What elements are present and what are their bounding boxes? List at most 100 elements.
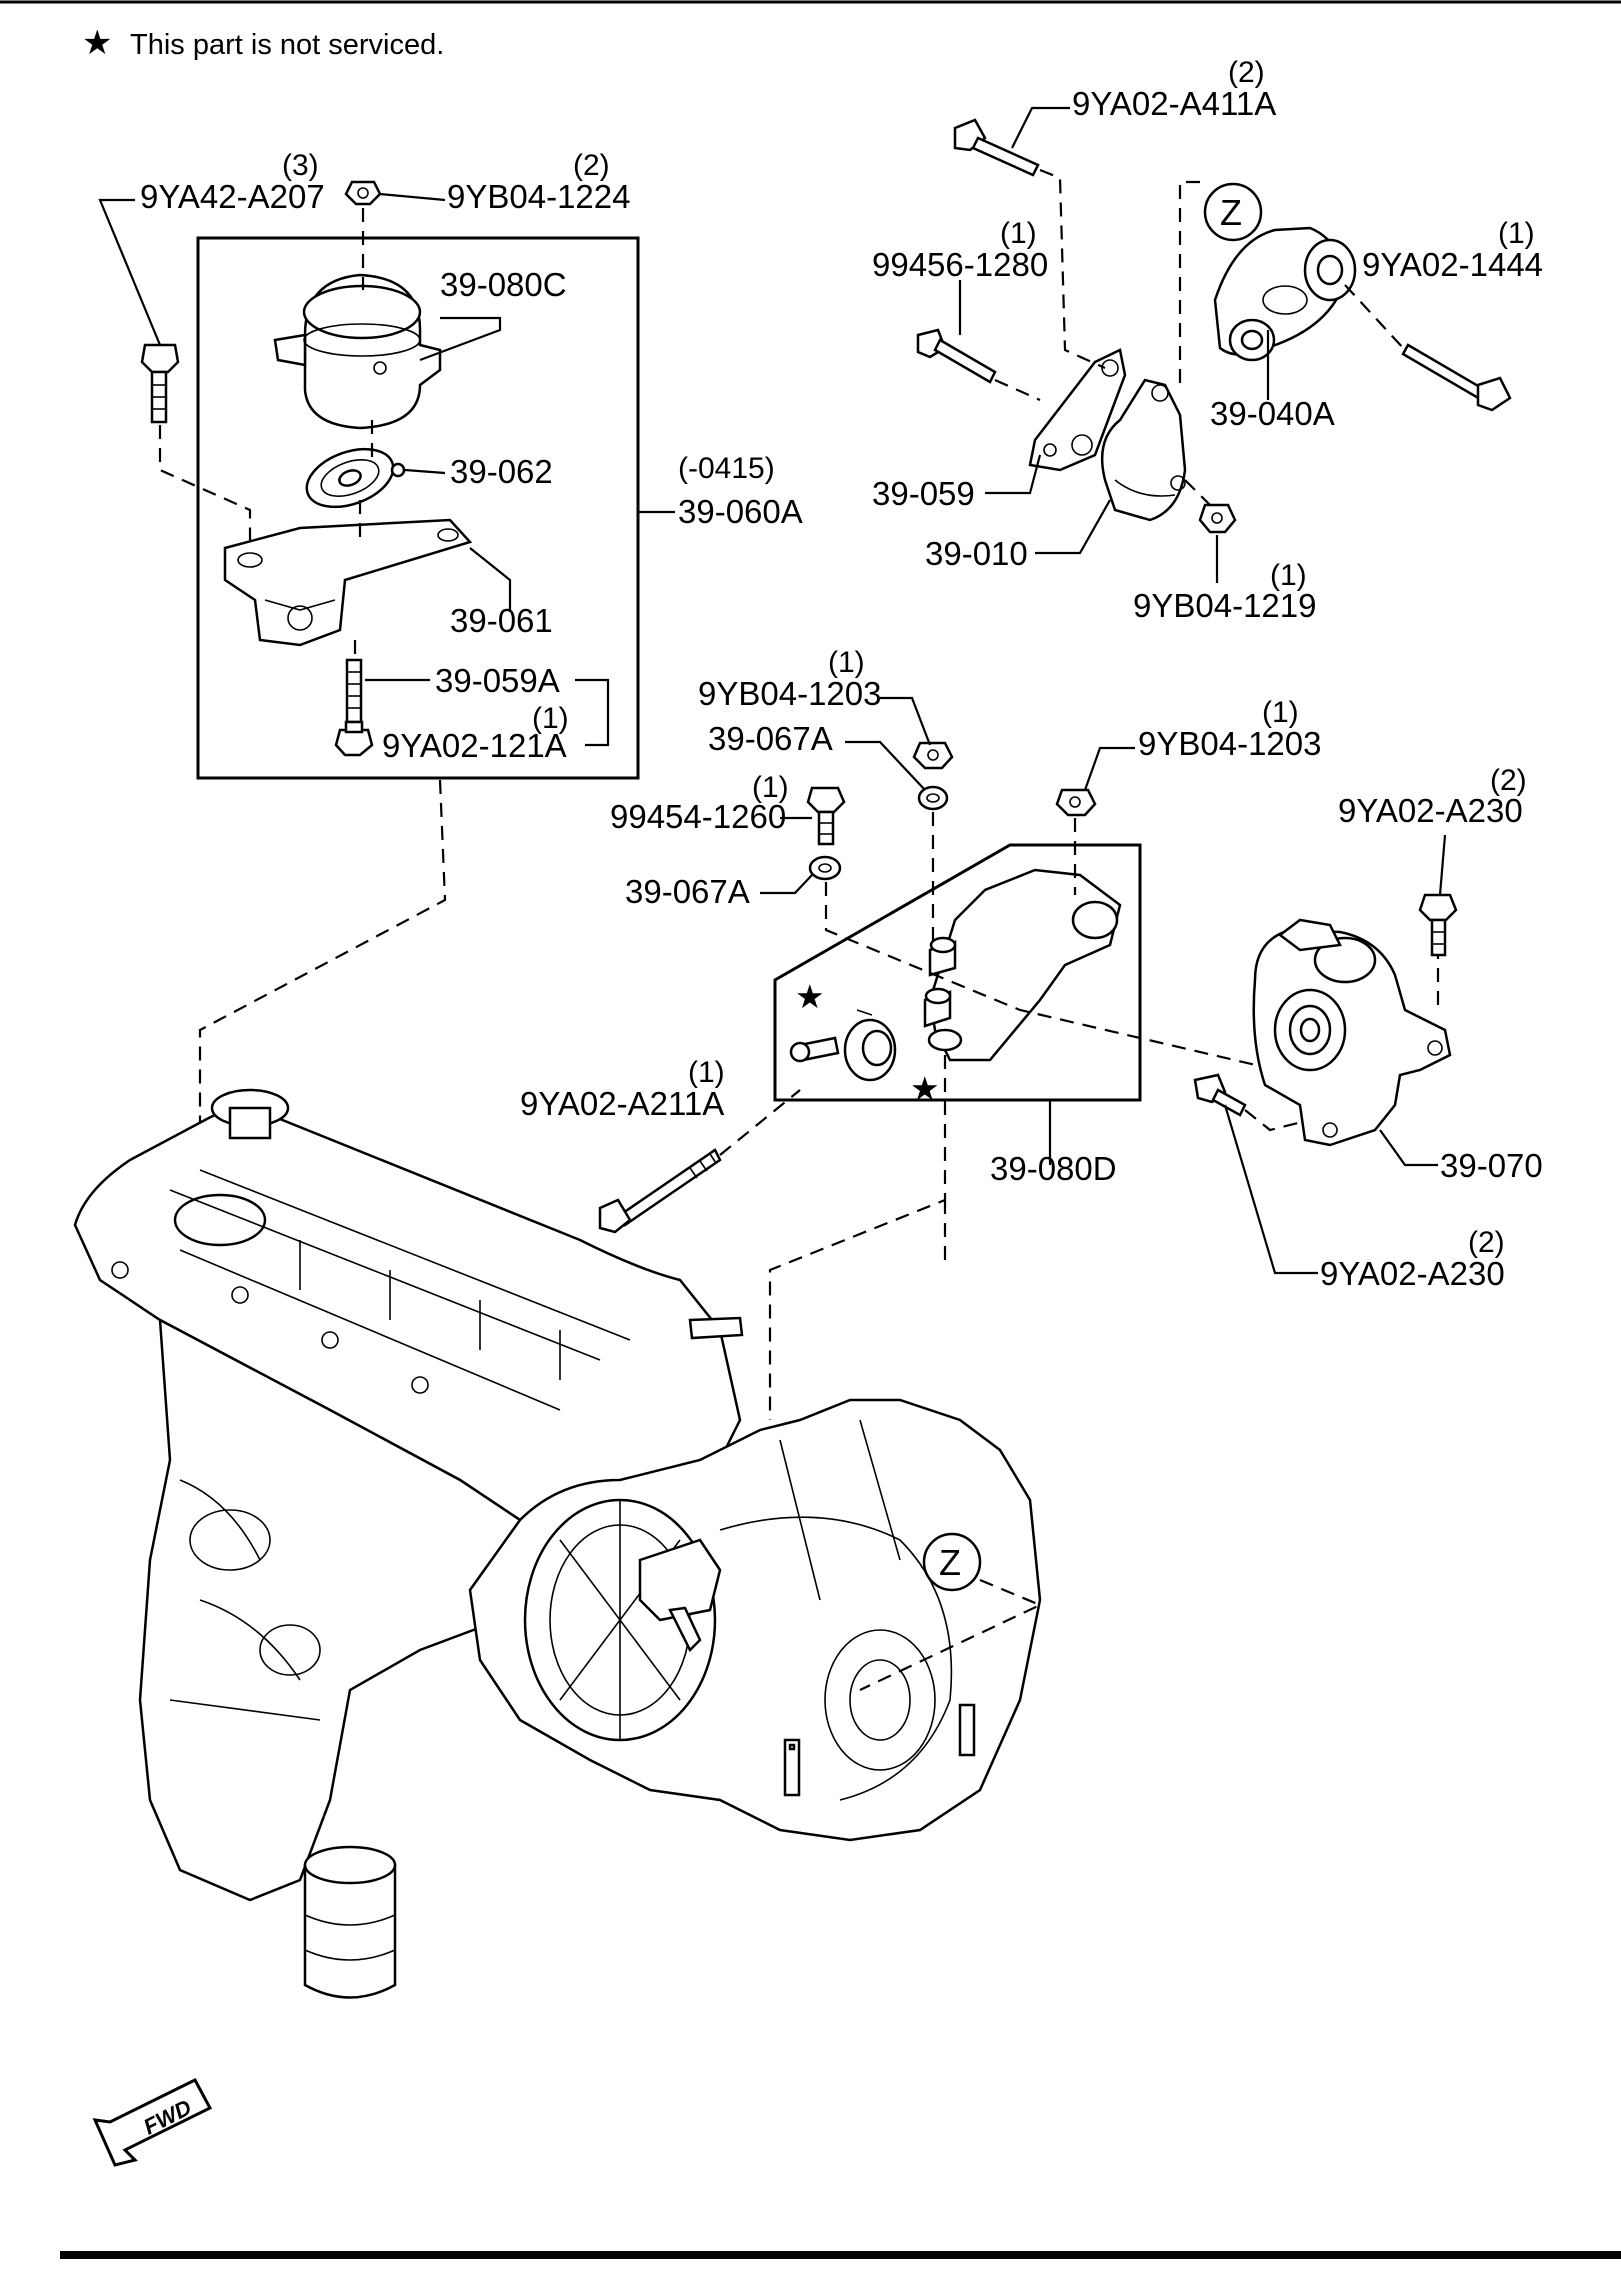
qty-9yb04-1203-a: (1)	[828, 646, 865, 679]
mount-39-080c	[273, 273, 442, 430]
bolt-99454-1260	[806, 786, 846, 846]
guide-line-assembly-to-engine	[198, 779, 447, 1150]
star-symbol: ★	[82, 24, 112, 62]
bolt-9ya42-a207	[140, 343, 180, 424]
nut-9yb04-1224	[344, 180, 382, 206]
transaxle-studs	[783, 1703, 976, 1797]
guide-line-a211a	[719, 1089, 801, 1156]
label-9ya02-1444: 9YA02-1444	[1362, 246, 1543, 283]
mount-39-080d	[923, 868, 1122, 1062]
engine-transaxle-assembly	[73, 1088, 1042, 1999]
label-9yb04-1203-a: 9YB04-1203	[698, 675, 881, 712]
label-39-061: 39-061	[450, 602, 553, 639]
bolt-9ya02-a230-b	[1193, 1073, 1247, 1117]
qty-9ya02-a230-a: (2)	[1490, 764, 1527, 797]
label-39-070: 39-070	[1440, 1147, 1543, 1184]
bushing-39-080d	[789, 1009, 897, 1082]
leader-9ya02-a411a	[1011, 106, 1070, 149]
label-9yb04-1203-b: 9YB04-1203	[1138, 725, 1321, 762]
nut-9yb04-1219	[1198, 503, 1237, 534]
nut-9yb04-1203-a	[912, 741, 954, 770]
star-symbol-2: ★	[910, 1070, 940, 1107]
bracket-39-061	[223, 518, 473, 647]
washer-39-067a-b	[808, 855, 842, 881]
label-39-080c: 39-080C	[440, 266, 567, 303]
label-9ya42-a207: 9YA42-A207	[140, 178, 325, 215]
bracket-39-059	[1028, 348, 1127, 472]
leader-39-080c	[419, 316, 502, 362]
label-39-067a-a: 39-067A	[708, 720, 833, 757]
leader-9yb04-1203-b	[1083, 746, 1135, 791]
legend-note: ★ This part is not serviced.	[82, 24, 444, 62]
leader-39-010	[1035, 499, 1111, 555]
legend-note-text: This part is not serviced.	[130, 29, 444, 61]
label-9ya02-a230-a: 9YA02-A230	[1338, 792, 1523, 829]
part-labels: (3) 9YA42-A207 (2) 9YB04-1224 39-080C 39…	[140, 56, 1543, 1292]
leader-39-062	[404, 468, 446, 475]
label-9ya02-121a: 9YA02-121A	[382, 727, 567, 764]
assembly-box-39-080d	[773, 843, 1142, 1102]
qty-9yb04-1203-b: (1)	[1262, 696, 1299, 729]
nut-9yb04-1203-b	[1055, 788, 1097, 817]
leader-9ya02-a230-a	[1438, 834, 1447, 896]
label-9ya02-a211a: 9YA02-A211A	[520, 1085, 724, 1122]
bolt-9ya02-a411a	[953, 118, 1040, 177]
zone-marker-upper-label: Z	[1220, 192, 1242, 233]
label-39-059a: 39-059A	[435, 662, 560, 699]
qty-9ya02-a211a: (1)	[688, 1056, 725, 1089]
qty-9ya02-a230-b: (2)	[1468, 1226, 1505, 1259]
label-39-060a: 39-060A	[678, 493, 803, 530]
bolt-9ya02-1444	[1401, 343, 1512, 412]
qty-99454-1260: (1)	[752, 771, 789, 804]
label-9ya02-a230-b: 9YA02-A230	[1320, 1255, 1505, 1292]
guide-line-1203-a	[768, 812, 947, 1420]
qty-39-060a: (-0415)	[678, 452, 775, 485]
leader-9ya42-a207	[98, 198, 162, 346]
leader-39-059	[985, 454, 1042, 495]
zone-marker-upper: Z	[1203, 182, 1263, 242]
leader-39-070	[1379, 1129, 1438, 1167]
label-39-067a-b: 39-067A	[625, 873, 750, 910]
assembly-box-39-060a	[196, 236, 640, 780]
label-99454-1260: 99454-1260	[610, 798, 786, 835]
bracket-39-010	[1100, 378, 1187, 522]
bolt-9ya02-a211a	[598, 1148, 722, 1234]
guide-line-1219	[1184, 479, 1211, 506]
qty-9ya02-121a: (1)	[532, 702, 569, 735]
qty-99456-1280: (1)	[1000, 217, 1037, 250]
qty-9ya02-a411a: (2)	[1228, 56, 1265, 89]
label-39-062: 39-062	[450, 453, 553, 490]
stud-39-059a	[345, 658, 363, 724]
guide-line-1444	[1344, 284, 1406, 351]
label-39-040a: 39-040A	[1210, 395, 1335, 432]
washer-39-062	[305, 447, 406, 509]
leader-39-067a-a	[845, 740, 926, 791]
guide-line-1260	[824, 882, 1321, 1082]
bolt-99456-1280	[916, 328, 997, 384]
zone-marker-lower-label: Z	[939, 1542, 961, 1583]
guide-line-a207	[158, 425, 252, 540]
torque-rod-39-040a	[1213, 226, 1357, 362]
guide-line-z-lower	[859, 1578, 1043, 1691]
leader-39-067a-b	[760, 874, 813, 895]
leader-9ya02-121a	[575, 678, 610, 747]
mount-39-070	[1252, 918, 1452, 1147]
label-39-010: 39-010	[925, 535, 1028, 572]
label-39-080d: 39-080D	[990, 1150, 1117, 1187]
qty-9ya02-1444: (1)	[1498, 217, 1535, 250]
bolt-9ya02-a230-a	[1418, 893, 1458, 957]
fwd-arrow-icon: FWD	[92, 2078, 213, 2167]
guide-line-a411a	[1039, 168, 1106, 370]
guide-line-z-upper	[1178, 180, 1200, 390]
label-9yb04-1219: 9YB04-1219	[1133, 587, 1316, 624]
washer-39-067a-a	[917, 785, 949, 811]
zone-marker-lower: Z	[922, 1532, 982, 1592]
qty-9yb04-1224: (2)	[573, 149, 610, 182]
leader-9yb04-1224	[379, 192, 446, 202]
leader-39-061	[469, 547, 512, 612]
star-symbol-1: ★	[795, 978, 825, 1015]
nut-9ya02-121a	[334, 720, 374, 757]
qty-9ya42-a207: (3)	[282, 149, 319, 182]
qty-9yb04-1219: (1)	[1270, 559, 1307, 592]
